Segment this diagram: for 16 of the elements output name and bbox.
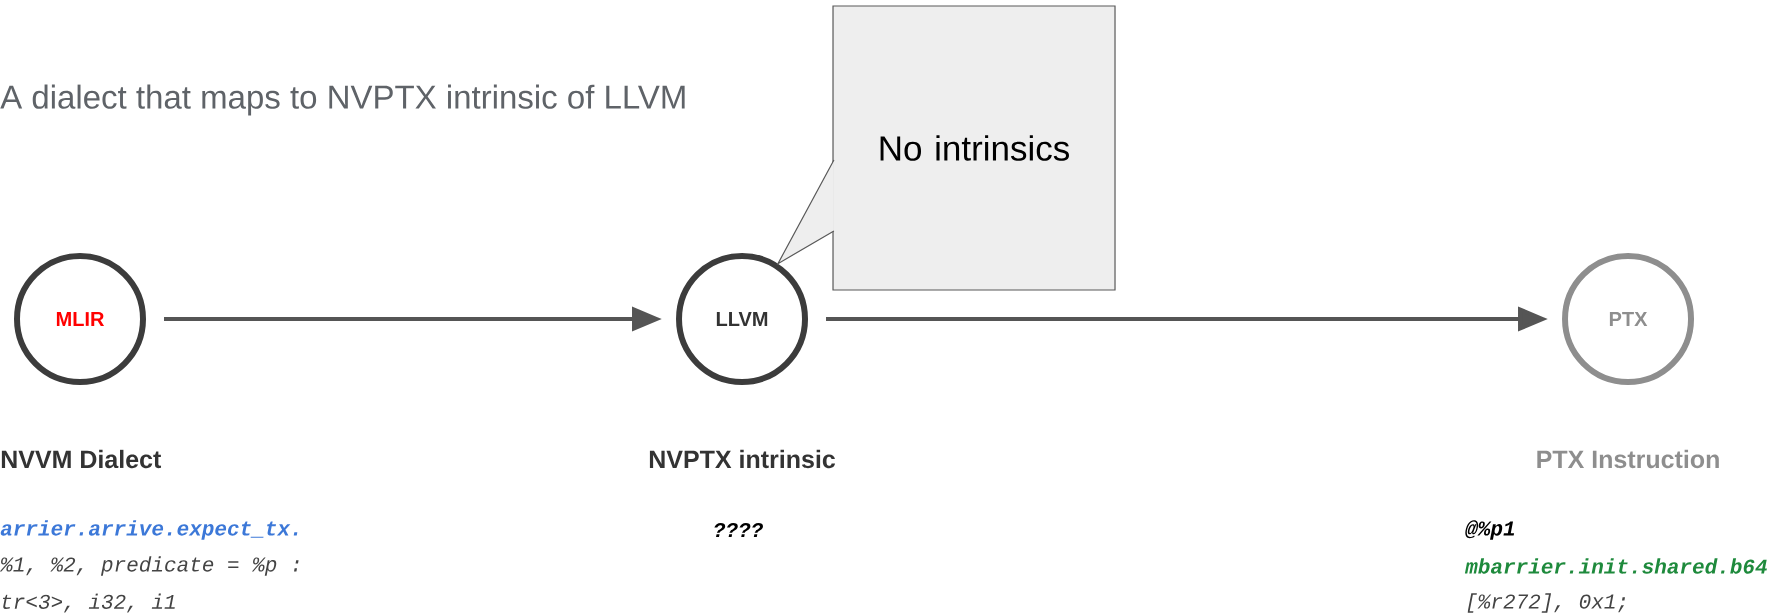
- code-line: mbarrier.init.shared.b64: [1464, 558, 1767, 574]
- code-line: @%p1: [1465, 520, 1515, 540]
- code-line: ????: [714, 522, 763, 537]
- node-caption: PTX Instruction: [1537, 449, 1719, 469]
- code-line: [%r272], 0x1;: [1467, 593, 1625, 613]
- code-line: %1, %2, predicate = %p :: [0, 556, 299, 576]
- callout-box: No intrinsics: [832, 5, 1116, 291]
- code-line: tr<3>, i32, i1: [2, 593, 175, 613]
- code-line: arrier.arrive.expect_tx.: [0, 520, 298, 540]
- node-caption: NVVM Dialect: [1, 449, 161, 469]
- callout-tail: [776, 159, 835, 266]
- circle-node: MLIR: [14, 253, 146, 385]
- circle-node: PTX: [1562, 253, 1694, 385]
- title: A dialect that maps to NVPTX intrinsic of LLVM: [0, 84, 685, 116]
- circle-node: LLVM: [676, 253, 808, 385]
- node-caption: NVPTX intrinsic: [649, 449, 836, 469]
